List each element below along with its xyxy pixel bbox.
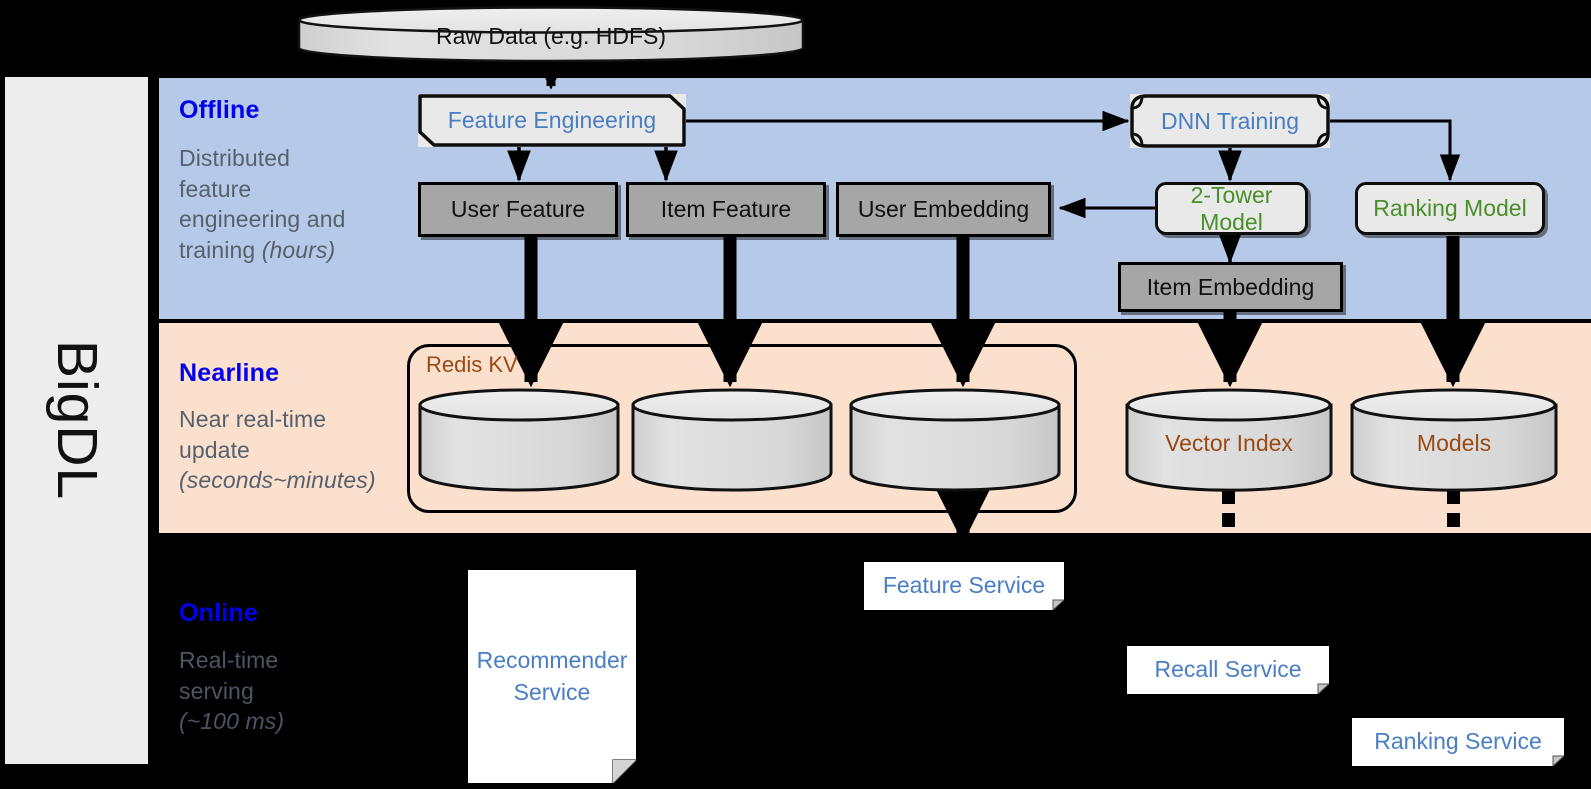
band-subtitle-offline: Distributed feature engineering and trai… xyxy=(179,143,394,265)
band-subtitle-nearline: Near real-time update (seconds~minutes) xyxy=(179,404,414,496)
feature-service-card[interactable]: Feature Service xyxy=(864,562,1064,610)
band-subtitle-nearline-italic: (seconds~minutes) xyxy=(179,467,376,494)
ranking-model-node[interactable]: Ranking Model xyxy=(1355,182,1545,235)
band-subtitle-offline-plain: Distributed feature engineering and trai… xyxy=(179,145,346,263)
band-subtitle-online-plain: Real-time serving xyxy=(179,647,279,704)
band-subtitle-online: Real-time serving (~100 ms) xyxy=(179,645,399,737)
ranking-service-card[interactable]: Ranking Service xyxy=(1352,718,1564,766)
recommender-service-card[interactable]: Recommender Service xyxy=(468,570,636,783)
user-embedding-label: User Embedding xyxy=(857,196,1030,223)
dnn-training-node[interactable]: DNN Training xyxy=(1130,94,1330,148)
user-feature-label: User Feature xyxy=(450,196,586,223)
user-embedding-node[interactable]: User Embedding xyxy=(836,182,1051,237)
two-tower-model-label: 2-Tower Model xyxy=(1190,182,1273,235)
item-feature-node[interactable]: Item Feature xyxy=(626,182,826,237)
band-title-offline: Offline xyxy=(179,96,260,124)
band-title-online: Online xyxy=(179,599,258,627)
raw-data-store: Raw Data (e.g. HDFS) xyxy=(296,6,806,63)
band-subtitle-offline-italic: (hours) xyxy=(261,236,336,263)
band-title-nearline: Nearline xyxy=(179,359,280,387)
band-subtitle-online-italic: (~100 ms) xyxy=(179,708,285,735)
bigdl-platform-label: BigDL xyxy=(45,340,109,501)
redis-cylinder-user-feature xyxy=(417,388,622,492)
redis-kv-label: Redis KV xyxy=(426,352,518,377)
band-subtitle-nearline-plain: Near real-time update xyxy=(179,406,327,463)
recall-service-card[interactable]: Recall Service xyxy=(1127,646,1329,694)
item-feature-label: Item Feature xyxy=(660,196,792,223)
redis-cylinder-user-embedding xyxy=(848,388,1063,492)
ranking-service-label: Ranking Service xyxy=(1374,728,1542,755)
bigdl-platform-rail: BigDL xyxy=(5,77,148,764)
dnn-training-label: DNN Training xyxy=(1160,107,1300,134)
item-embedding-node[interactable]: Item Embedding xyxy=(1118,262,1343,312)
recommender-service-label: Recommender Service xyxy=(476,647,628,705)
redis-kv-container xyxy=(407,344,1077,513)
recall-service-label: Recall Service xyxy=(1154,656,1302,683)
models-store[interactable]: Models xyxy=(1349,388,1559,492)
two-tower-model-node[interactable]: 2-Tower Model xyxy=(1155,182,1308,235)
feature-engineering-label: Feature Engineering xyxy=(447,107,657,133)
redis-cylinder-item-feature xyxy=(630,388,835,492)
vector-index-store[interactable]: Vector Index xyxy=(1124,388,1334,492)
ranking-model-label: Ranking Model xyxy=(1373,195,1527,222)
feature-engineering-node[interactable]: Feature Engineering xyxy=(418,94,686,147)
feature-service-label: Feature Service xyxy=(882,572,1046,599)
item-embedding-label: Item Embedding xyxy=(1146,273,1315,300)
user-feature-node[interactable]: User Feature xyxy=(418,182,618,237)
